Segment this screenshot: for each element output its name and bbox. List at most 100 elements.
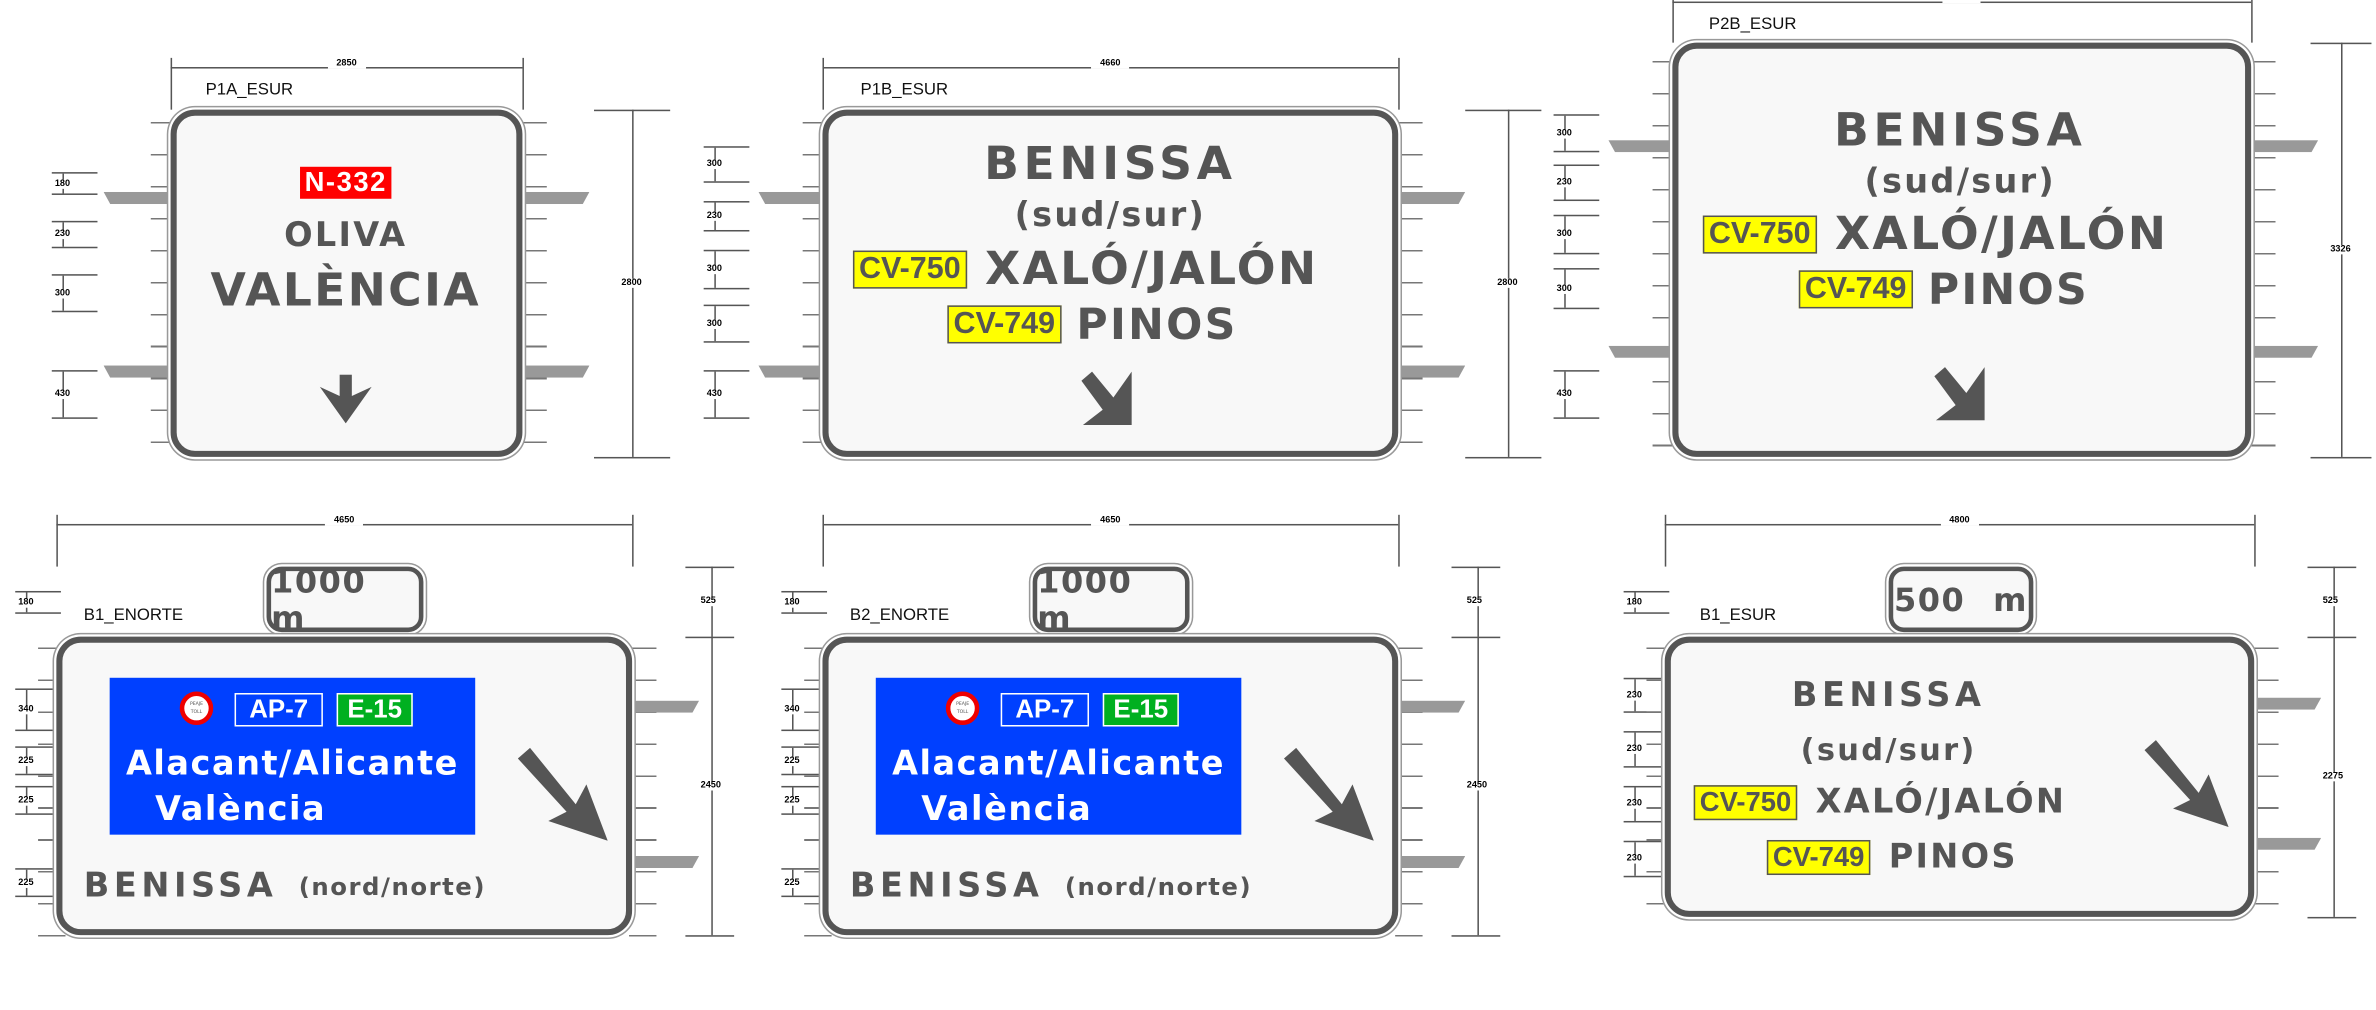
destination-xalo-jalon: XALÓ/JALÓN <box>1815 783 2067 822</box>
sign-code-label: B1_ESUR <box>1699 606 1777 625</box>
height-dimension: 2800 <box>1497 109 1518 457</box>
mounting-bracket <box>1398 855 1466 869</box>
arrow-down-right-icon <box>2144 740 2229 828</box>
width-dimension: 4800 <box>1664 516 2255 526</box>
height-dimension: 2275 <box>2322 636 2344 917</box>
left-dimension: 230 <box>703 201 750 232</box>
euroroute-badge-e15: E-15 <box>336 693 413 727</box>
extension-line <box>2307 636 2357 639</box>
route-badge-n332: N-332 <box>300 166 392 199</box>
height-dimension: 2450 <box>700 636 721 936</box>
extension-line <box>1465 456 1542 459</box>
sign-code-label: B2_ENORTE <box>849 606 950 625</box>
destination-benissa: BENISSA <box>1834 104 2087 158</box>
extension-line <box>685 935 735 937</box>
extension-line <box>1451 935 1501 937</box>
edge-ticks <box>519 121 547 465</box>
destination-row-pinos: CV-749 PINOS <box>947 299 1238 350</box>
mounting-bracket <box>758 365 826 378</box>
extension-line <box>685 636 735 639</box>
width-dimension: 2850 <box>170 59 523 69</box>
left-dimension: 430 <box>51 370 98 419</box>
left-dimension: 180 <box>15 590 61 614</box>
destination-row-xalo: CV-750 XALÓ/JALÓN <box>1693 783 2067 822</box>
extension-line <box>1398 514 1400 567</box>
distance-panel: 1000 m <box>1032 563 1190 636</box>
motorway-panel <box>109 677 476 835</box>
route-badge-cv750: CV-750 <box>852 250 967 289</box>
destination-benissa: BENISSA <box>984 137 1237 192</box>
destination-qualifier: (nord/norte) <box>1064 871 1253 901</box>
motorway-badge-ap7: AP-7 <box>1000 693 1090 727</box>
mounting-bracket <box>2251 140 2319 153</box>
route-badge-cv749: CV-749 <box>947 305 1062 344</box>
arrow-down-right-icon <box>1934 367 1985 421</box>
destination-qualifier: (sud/sur) <box>1014 197 1207 236</box>
destination-row-benissa: BENISSA (nord/norte) <box>850 867 1252 905</box>
mounting-bracket <box>522 365 590 378</box>
mounting-bracket <box>1608 345 1676 358</box>
mounting-bracket <box>1398 365 1466 378</box>
left-dimension: 300 <box>1553 214 1600 255</box>
panel-height-dimension: 525 <box>700 566 716 637</box>
destination-benissa: BENISSA <box>1791 677 1986 716</box>
sign-code-label: P1B_ESUR <box>860 80 949 100</box>
left-dimension: 300 <box>703 146 750 183</box>
width-dimension: 4650 <box>56 516 633 526</box>
route-badge-cv749: CV-749 <box>1798 270 1913 309</box>
arrow-down-right-icon <box>517 747 608 841</box>
extension-line <box>1398 57 1400 110</box>
edge-ticks <box>2251 647 2279 922</box>
extension-line <box>1451 636 1501 639</box>
edge-ticks <box>2248 60 2276 465</box>
destination-qualifier: (sud/sur) <box>1864 163 2057 202</box>
panel-height-dimension: 525 <box>2322 566 2338 637</box>
left-dimension: 225 <box>781 868 828 898</box>
destination-row-xalo: CV-750 XALÓ/JALÓN <box>1702 207 2169 262</box>
destination-xalo-jalon: XALÓ/JALÓN <box>1834 207 2169 262</box>
width-dimension: 4660 <box>822 59 1399 69</box>
destination-alicante: Alacant/Alicante <box>892 745 1226 784</box>
left-dimension: 300 <box>703 304 750 343</box>
extension-line <box>685 566 735 569</box>
distance-panel: 1000 m <box>266 563 424 636</box>
extension-line <box>1664 514 1667 567</box>
width-dimension: 4650 <box>1672 0 2252 4</box>
mounting-bracket <box>2254 837 2322 850</box>
panel-height-dimension: 525 <box>1466 566 1483 637</box>
mounting-bracket <box>1398 191 1466 205</box>
route-badge-cv750: CV-750 <box>1693 785 1798 820</box>
distance-panel: 500 m <box>1888 566 2034 633</box>
mounting-bracket <box>522 191 590 205</box>
extension-line <box>1451 566 1501 569</box>
height-dimension: 2800 <box>621 109 642 457</box>
edge-ticks <box>629 647 657 940</box>
extension-line <box>2251 0 2253 43</box>
destination-pinos: PINOS <box>1076 299 1238 350</box>
left-dimension: 430 <box>1553 370 1600 419</box>
route-badge-cv750: CV-750 <box>1702 215 1817 254</box>
extension-line <box>2254 514 2256 567</box>
route-badge-cv749: CV-749 <box>1766 840 1871 875</box>
motorway-panel <box>875 677 1242 835</box>
arrow-down-icon <box>319 374 372 424</box>
edge-ticks <box>1395 121 1423 465</box>
mounting-bracket <box>2254 697 2322 710</box>
mounting-bracket <box>103 365 171 378</box>
left-dimension: 180 <box>781 590 828 614</box>
sign-code-label: P1A_ESUR <box>205 80 294 100</box>
extension-line <box>56 514 58 567</box>
destination-pinos: PINOS <box>1888 838 2018 877</box>
left-dimension: 430 <box>703 370 750 419</box>
mounting-bracket <box>1398 700 1466 713</box>
sign-code-label: B1_ENORTE <box>83 606 184 625</box>
extension-line <box>822 57 824 110</box>
height-dimension: 2450 <box>1466 636 1488 936</box>
extension-line <box>170 57 173 110</box>
left-dimension: 180 <box>51 172 98 195</box>
mounting-bracket <box>1608 140 1676 153</box>
extension-line <box>1465 109 1542 112</box>
left-dimension: 300 <box>1553 114 1600 153</box>
